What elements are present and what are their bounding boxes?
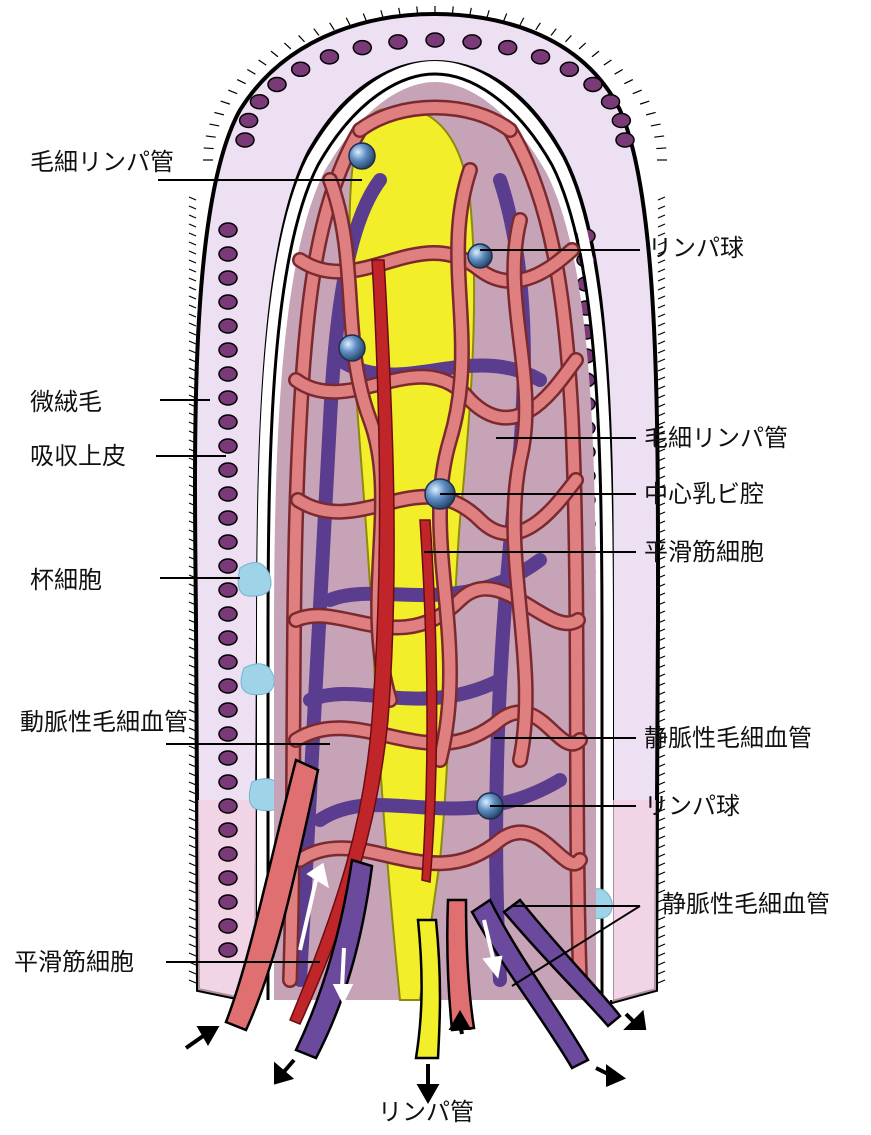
label-lymphocyte-top: リンパ球 [648,234,744,262]
label-central-lacteal: 中心乳ビ腔 [644,480,764,508]
label-microvilli: 微絨毛 [30,388,102,416]
label-lymph-capillary-mid: 毛細リンパ管 [644,424,788,452]
label-goblet-cell: 杯細胞 [30,566,102,594]
label-venous-capillary-bottom: 静脈性毛細血管 [662,890,830,918]
label-smooth-muscle-left: 平滑筋細胞 [14,948,134,976]
label-smooth-muscle-right: 平滑筋細胞 [644,538,764,566]
label-lymph-vessel: リンパ管 [378,1098,474,1126]
label-lymphocyte-bottom: リンパ球 [644,792,740,820]
label-absorptive-epithelium: 吸収上皮 [30,442,126,470]
epithelium-tint-right [612,800,656,1002]
label-arterial-capillary: 動脈性毛細血管 [20,708,188,736]
label-lymph-capillary-top: 毛細リンパ管 [30,148,174,176]
label-venous-capillary-mid: 静脈性毛細血管 [644,724,812,752]
